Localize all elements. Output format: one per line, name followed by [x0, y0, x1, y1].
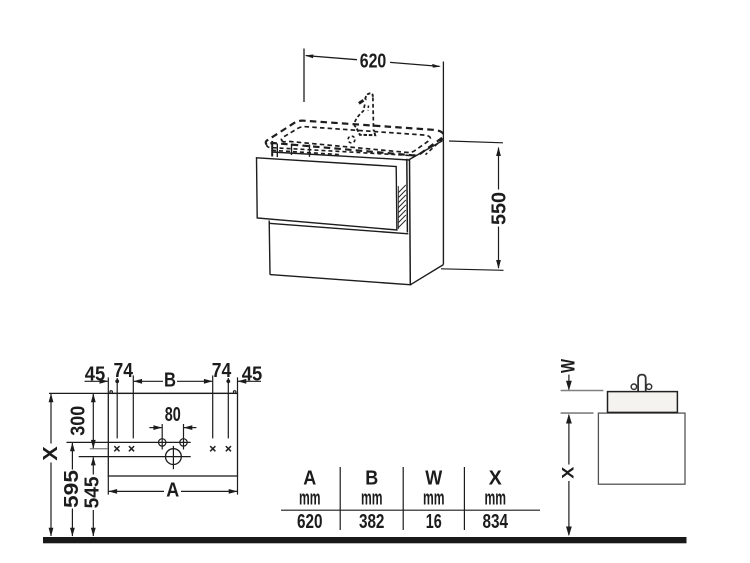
svg-text:45: 45: [85, 364, 106, 386]
svg-text:300: 300: [68, 406, 90, 436]
svg-text:74: 74: [212, 360, 232, 382]
svg-text:B: B: [164, 370, 176, 392]
svg-text:X: X: [559, 466, 578, 479]
svg-text:mm: mm: [485, 488, 507, 510]
svg-text:mm: mm: [423, 488, 445, 510]
svg-text:550: 550: [489, 192, 511, 225]
svg-text:16: 16: [426, 511, 442, 533]
svg-text:595: 595: [61, 470, 83, 508]
svg-text:382: 382: [359, 511, 385, 533]
svg-text:620: 620: [360, 51, 387, 73]
svg-text:X: X: [489, 468, 503, 490]
svg-text:834: 834: [483, 511, 509, 533]
svg-text:74: 74: [114, 360, 134, 382]
svg-text:W: W: [559, 359, 580, 373]
svg-text:mm: mm: [361, 488, 383, 510]
svg-text:mm: mm: [299, 488, 321, 510]
svg-text:A: A: [166, 480, 179, 502]
svg-text:45: 45: [242, 364, 263, 386]
svg-text:B: B: [365, 468, 378, 490]
svg-text:A: A: [303, 468, 316, 490]
svg-text:545: 545: [82, 476, 104, 508]
svg-text:620: 620: [297, 511, 323, 533]
svg-text:80: 80: [165, 404, 181, 426]
svg-text:W: W: [425, 468, 442, 490]
svg-text:X: X: [40, 446, 62, 461]
